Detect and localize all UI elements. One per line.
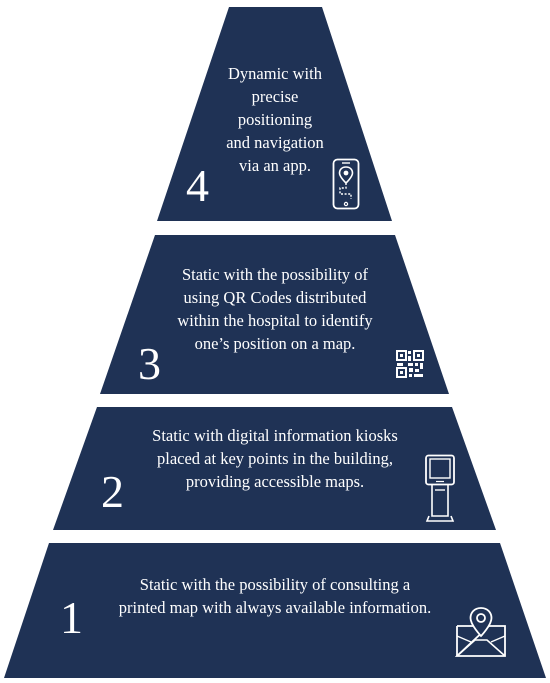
tier-4-line: and navigation (226, 133, 324, 152)
qr-code-icon (396, 350, 424, 378)
tier-2-shape (53, 407, 496, 530)
tier-3-number: 3 (138, 338, 161, 389)
tier-3-line: Static with the possibility of (181, 265, 369, 284)
tier-4-line: precise (251, 87, 299, 106)
tier-1-text: Static with the possibility of consultin… (100, 573, 450, 619)
tier-4-line: Dynamic with (228, 64, 322, 83)
tier-3-text: Static with the possibility of using QR … (150, 263, 400, 355)
tier-1-line: printed map with always available inform… (118, 598, 432, 617)
tier-3-shape (100, 235, 449, 394)
tier-4-number: 4 (186, 160, 209, 211)
tier-2-line: providing accessible maps. (185, 472, 365, 491)
tier-2-text: Static with digital information kiosks p… (130, 424, 420, 493)
tier-4-line: positioning (237, 110, 313, 129)
tier-3-line: one’s position on a map. (194, 334, 356, 353)
tier-2-line: Static with digital information kiosks (152, 426, 398, 445)
tier-1-line: Static with the possibility of consultin… (139, 575, 411, 594)
tier-4-text: Dynamic with precise positioning and nav… (205, 62, 345, 177)
tier-1-number: 1 (60, 592, 83, 643)
smartphone-navigation-icon (332, 158, 360, 210)
tier-1-shape (4, 543, 546, 678)
tier-4-line: via an app. (239, 156, 311, 175)
tier-3-line: within the hospital to identify (177, 311, 373, 330)
tier-2-line: placed at key points in the building, (157, 449, 393, 468)
tier-2-number: 2 (101, 466, 124, 517)
kiosk-icon (424, 454, 456, 524)
map-pin-icon (455, 606, 507, 658)
tier-3-line: using QR Codes distributed (183, 288, 367, 307)
